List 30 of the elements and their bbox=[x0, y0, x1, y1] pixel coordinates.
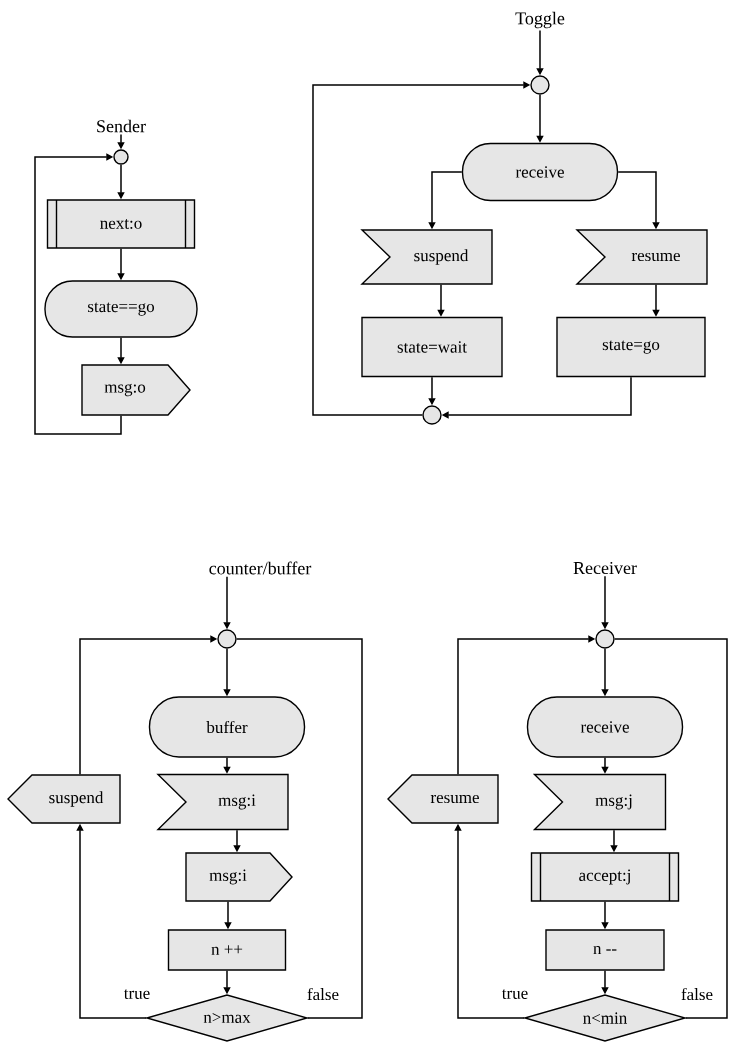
junction-circle bbox=[595, 629, 615, 649]
predefined-process-box: accept:j bbox=[530, 852, 680, 902]
junction-circle bbox=[217, 629, 237, 649]
process-title: Receiver bbox=[573, 561, 637, 575]
junction-circle bbox=[422, 405, 442, 425]
receive-signal-box: msg:i bbox=[156, 773, 289, 831]
send-signal-box: resume bbox=[387, 774, 499, 824]
receive-signal-box: suspend bbox=[360, 229, 493, 285]
state-box: receive bbox=[526, 696, 684, 758]
task-box: state=wait bbox=[361, 316, 503, 378]
state-box: receive bbox=[461, 142, 619, 202]
receive-signal-box: resume bbox=[575, 229, 708, 285]
process-title: counter/buffer bbox=[209, 561, 312, 575]
connector-line bbox=[235, 638, 363, 1019]
send-signal-box: suspend bbox=[7, 774, 121, 824]
connector-line bbox=[613, 638, 728, 1019]
task-box: state=go bbox=[556, 316, 706, 378]
send-signal-box: msg:i bbox=[185, 852, 293, 902]
state-box: buffer bbox=[148, 696, 306, 758]
junction-circle bbox=[113, 149, 129, 165]
task-box: n ++ bbox=[167, 929, 287, 971]
predefined-process-box: next:o bbox=[46, 199, 196, 249]
state-box: state==go bbox=[44, 280, 198, 338]
process-title: Sender bbox=[97, 119, 146, 133]
send-signal-box: msg:o bbox=[81, 364, 191, 416]
arrow bbox=[34, 153, 122, 435]
task-box: n -- bbox=[545, 929, 665, 971]
receive-signal-box: msg:j bbox=[532, 773, 667, 831]
process-title: Toggle bbox=[515, 11, 565, 29]
junction-circle bbox=[530, 75, 550, 95]
